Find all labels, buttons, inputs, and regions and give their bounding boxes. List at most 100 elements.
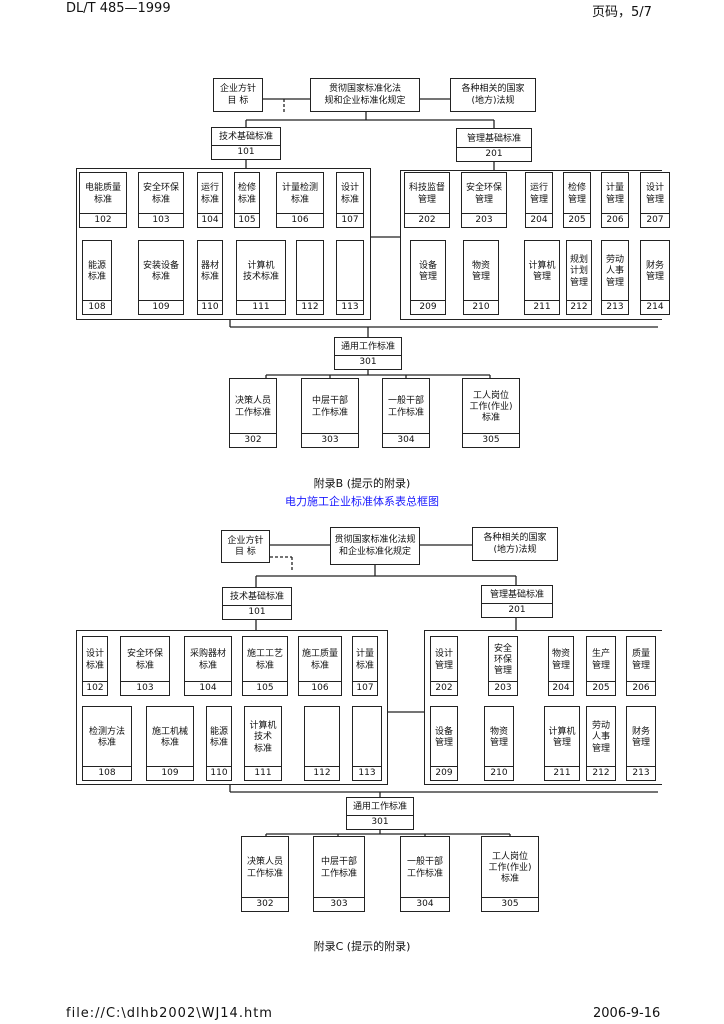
standard-code: 214: [641, 300, 669, 314]
regulation-box: 贯彻国家标准化法规 和企业标准化规定: [330, 527, 420, 565]
standard-code: 108: [83, 766, 131, 780]
standard-code: 302: [230, 433, 276, 447]
standard-label: 设计 标准: [85, 649, 104, 671]
standard-label: 物资 管理: [551, 649, 570, 671]
tech-basic-standard: 技术基础标准 101: [222, 587, 292, 620]
standard-code: 203: [462, 213, 506, 227]
standard-code: 111: [245, 766, 281, 780]
standard-label: 计算机 技术标准: [242, 260, 279, 282]
standard-box-213: 劳动 人事 管理 213: [601, 240, 629, 315]
standard-label: 工人岗位 工作(作业) 标准: [488, 851, 532, 885]
standard-box-214: 财务 管理 214: [640, 240, 670, 315]
standard-box-304: 一般干部 工作标准 304: [382, 378, 430, 448]
standard-code: 111: [237, 300, 285, 314]
standard-label: 科技监督 管理: [408, 183, 445, 205]
tech-basic-standard: 技术基础标准 101: [211, 127, 281, 160]
mgmt-basic-standard: 管理基础标准 201: [481, 585, 553, 618]
standard-label: 劳动 人事 管理: [591, 721, 610, 754]
standard-label: 安装设备 标准: [142, 260, 179, 282]
tech-standards-group: [76, 630, 388, 785]
standard-code: 213: [602, 300, 628, 314]
national-laws-box: 各种相关的国家 (地方)法规: [472, 527, 558, 561]
standard-code: 107: [353, 681, 377, 695]
standard-label: 计算机 技术 标准: [249, 721, 277, 754]
standard-box-103: 安全环保 标准 103: [138, 172, 184, 228]
standard-code: 204: [549, 681, 573, 695]
standard-box-204: 物资 管理 204: [548, 636, 574, 696]
standard-label: 财务 管理: [645, 260, 664, 282]
standard-code: 113: [353, 766, 381, 780]
standard-code: 106: [299, 681, 341, 695]
standard-label: 一般干部 工作标准: [387, 396, 424, 418]
standard-label: 工人岗位 工作(作业) 标准: [469, 390, 513, 424]
standard-code: 209: [431, 766, 457, 780]
standard-code: 103: [121, 681, 169, 695]
standard-code: 107: [337, 213, 363, 227]
standard-label: 检修 标准: [237, 183, 256, 205]
standard-code: 210: [485, 766, 513, 780]
standard-code: 210: [464, 300, 498, 314]
standard-code: 202: [431, 681, 457, 695]
standard-code: 202: [405, 213, 449, 227]
standard-box-202: 设计 管理 202: [430, 636, 458, 696]
standard-label: 计量检测 标准: [281, 183, 318, 205]
standard-label: 生产 管理: [591, 649, 610, 671]
standard-box-212: 劳动 人事 管理 212: [586, 706, 616, 781]
standard-label: [353, 710, 381, 766]
standard-code: 211: [525, 300, 559, 314]
standard-box-112: 112: [304, 706, 340, 781]
standard-label: 规划 计划 管理: [569, 255, 588, 288]
standard-label: 计量 管理: [605, 183, 624, 205]
standard-code: 104: [198, 213, 222, 227]
standard-code: 305: [482, 897, 538, 911]
standard-label: 检修 管理: [567, 183, 586, 205]
standard-code: 304: [401, 897, 449, 911]
standard-label: 计算机 管理: [548, 726, 576, 748]
standard-code: 203: [489, 681, 517, 695]
standard-code: 212: [587, 766, 615, 780]
standard-code: 103: [139, 213, 183, 227]
mgmt-standards-group: [424, 630, 662, 785]
standard-label: 安全环保 管理: [465, 183, 502, 205]
standard-label: 设计 管理: [434, 649, 453, 671]
print-date: 2006-9-16: [593, 1006, 661, 1021]
standard-code: 106: [277, 213, 323, 227]
standard-code: 212: [567, 300, 591, 314]
mgmt-basic-standard: 管理基础标准 201: [456, 128, 532, 162]
doc-code: DL/T 485—1999: [66, 1, 171, 16]
standard-label: 质量 管理: [631, 649, 650, 671]
standard-label: [305, 710, 339, 766]
regulation-box: 贯彻国家标准化法 规和企业标准化规定: [310, 78, 420, 112]
standard-box-202: 科技监督 管理 202: [404, 172, 450, 228]
standard-box-106: 计量检测 标准 106: [276, 172, 324, 228]
standard-box-111: 计算机 技术 标准 111: [244, 706, 282, 781]
standard-label: 电能质量 标准: [84, 183, 121, 205]
standard-code: 110: [207, 766, 231, 780]
standard-box-112: 112: [296, 240, 324, 315]
standard-code: 213: [627, 766, 655, 780]
standard-label: [297, 244, 323, 300]
standard-label: 劳动 人事 管理: [605, 255, 624, 288]
standard-label: 安全环保 标准: [142, 183, 179, 205]
standard-code: 304: [383, 433, 429, 447]
standard-code: 303: [302, 433, 358, 447]
standard-code: 113: [337, 300, 363, 314]
national-laws-box: 各种相关的国家 (地方)法规: [450, 78, 536, 112]
standard-box-111: 计算机 技术标准 111: [236, 240, 286, 315]
standard-label: 物资 管理: [471, 260, 490, 282]
